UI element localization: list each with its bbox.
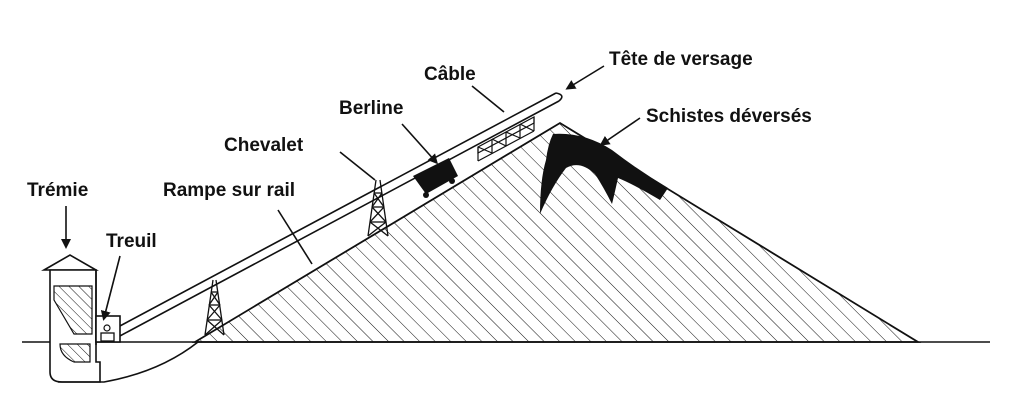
label-tremie: Trémie [27,180,89,201]
winch [95,315,121,343]
label-cable: Câble [424,64,476,85]
trestle-lower [204,279,225,336]
label-schistes-deverses: Schistes déversés [646,106,812,127]
spoil-heap [191,121,922,343]
cable-line [117,100,560,338]
tipping-head [555,92,563,102]
dumped-shale [540,133,668,214]
label-tete-de-versage: Tête de versage [609,49,753,70]
trestle-chevalet [367,179,389,237]
label-berline: Berline [339,98,404,119]
mine-cart [413,158,458,198]
ramp-rail [117,92,557,328]
ramp-truss [477,115,535,162]
label-chevalet: Chevalet [224,135,304,156]
label-arrows [61,65,641,321]
label-treuil: Treuil [106,231,157,252]
label-rampe-sur-rail: Rampe sur rail [163,180,295,201]
gallery [58,341,199,383]
hopper [41,254,101,383]
